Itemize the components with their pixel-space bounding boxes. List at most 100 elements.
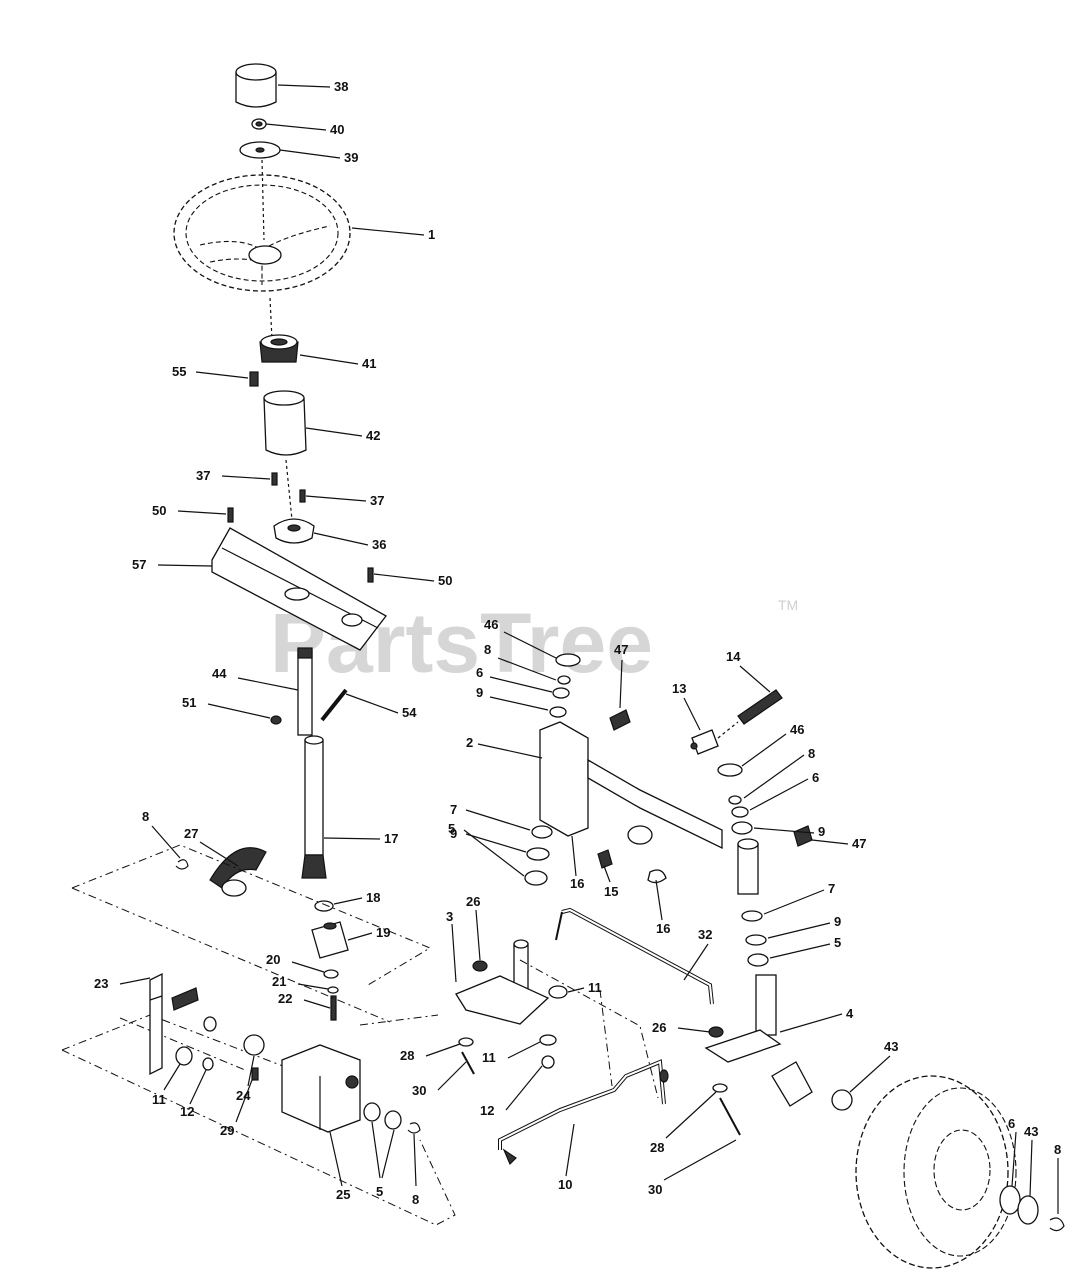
callout-leader-line [767,922,831,939]
callout-label-c9a: 9 [476,685,483,700]
callout-label-c32: 32 [698,927,712,942]
callout-label-c30a: 30 [412,1083,426,1098]
callout-leader-line [195,371,249,379]
part-spacer [690,729,719,755]
callout-label-c4: 4 [846,1006,854,1021]
callout-leader-line [739,665,771,693]
callout-label-c26b: 26 [652,1020,666,1035]
callout-label-c13: 13 [672,681,686,696]
part-clip [557,675,571,685]
callout-leader-line [741,733,787,767]
part-clip [175,859,189,870]
callout-label-c11c: 11 [152,1092,166,1107]
part-mount-bracket [149,972,163,1076]
callout-label-c37b: 37 [370,493,384,508]
callout-label-c39: 39 [344,150,358,165]
part-washer [741,910,763,922]
callout-label-c38: 38 [334,79,348,94]
callout-leader-line [603,865,611,883]
part-clip [728,795,742,805]
part-spindle-left [455,939,550,1025]
callout-label-c26a: 26 [466,894,480,909]
callout-label-c23: 23 [94,976,108,991]
callout-leader-line [683,697,701,731]
callout-label-c21: 21 [272,974,286,989]
callout-leader-line [655,879,663,921]
callout-label-c11a: 11 [588,980,602,995]
part-key [249,371,259,387]
callout-label-c50b: 50 [438,573,452,588]
callout-leader-line [381,1129,395,1179]
callout-label-c5a: 5 [448,821,455,836]
callout-label-c44: 44 [212,666,227,681]
callout-leader-line [177,510,227,515]
part-washer [731,821,753,835]
part-washer [323,969,339,979]
callout-leader-line [571,835,577,877]
callout-leader-line [279,149,341,159]
callout-leader-line [297,983,329,990]
callout-leader-line [323,837,381,840]
part-cap [235,63,277,108]
callout-label-c41: 41 [362,356,376,371]
callout-leader-line [351,227,425,236]
callout-leader-line [753,827,815,834]
callout-label-c42: 42 [366,428,380,443]
callout-label-c9b: 9 [450,826,457,841]
part-washer [541,1055,555,1069]
part-washer [549,706,567,718]
callout-leader-line [489,676,553,693]
callout-label-c8c: 8 [142,809,149,824]
callout-label-c10: 10 [558,1177,572,1192]
callout-label-c28a: 28 [400,1048,414,1063]
part-washer [314,900,334,912]
callout-leader-line [425,1043,461,1057]
part-washer [999,1185,1021,1215]
part-washer [202,1057,214,1071]
part-drag-link [498,1059,669,1166]
callout-leader-line [567,987,585,993]
callout-leader-line [451,923,457,983]
callout-label-c2: 2 [466,735,473,750]
part-washer [747,953,769,967]
callout-leader-line [763,889,825,915]
callout-leader-line [811,839,849,845]
callout-leader-line [189,1069,207,1105]
part-steering-wheel [173,174,351,292]
callout-leader-line [329,1131,343,1187]
part-support-bracket [211,527,387,651]
callout-leader-line [437,1061,467,1091]
callout-leader-line [413,1133,417,1187]
part-bolt [227,507,234,523]
callout-label-c16a: 16 [570,876,584,891]
callout-leader-line [477,743,543,759]
part-pin [171,987,217,1032]
part-nut [472,960,488,972]
callout-leader-line [683,943,709,981]
part-washer [548,985,568,999]
part-washer [552,687,570,699]
part-clip [407,1122,421,1134]
callout-leader-line [619,659,623,709]
callout-leader-line [207,703,271,719]
callout-label-c12b: 12 [180,1104,194,1119]
part-washer [526,847,550,861]
callout-label-c29: 29 [220,1123,234,1138]
callout-label-c8d: 8 [1054,1142,1061,1157]
part-nut [270,715,282,725]
part-bushing [243,1034,265,1056]
part-washer [731,806,749,818]
part-washer [363,1102,381,1122]
part-washer [327,986,339,994]
part-grease-fitting [597,849,613,869]
callout-label-c8e: 8 [412,1192,419,1207]
callout-leader-line [465,809,531,831]
callout-leader-line [463,829,525,877]
callout-leader-line [247,1055,255,1087]
callout-leader-line [489,696,549,711]
part-grease-fitting [793,825,813,847]
callout-leader-line [769,943,831,959]
callout-leader-line [565,1123,575,1177]
callout-label-c43b: 43 [1024,1124,1038,1139]
